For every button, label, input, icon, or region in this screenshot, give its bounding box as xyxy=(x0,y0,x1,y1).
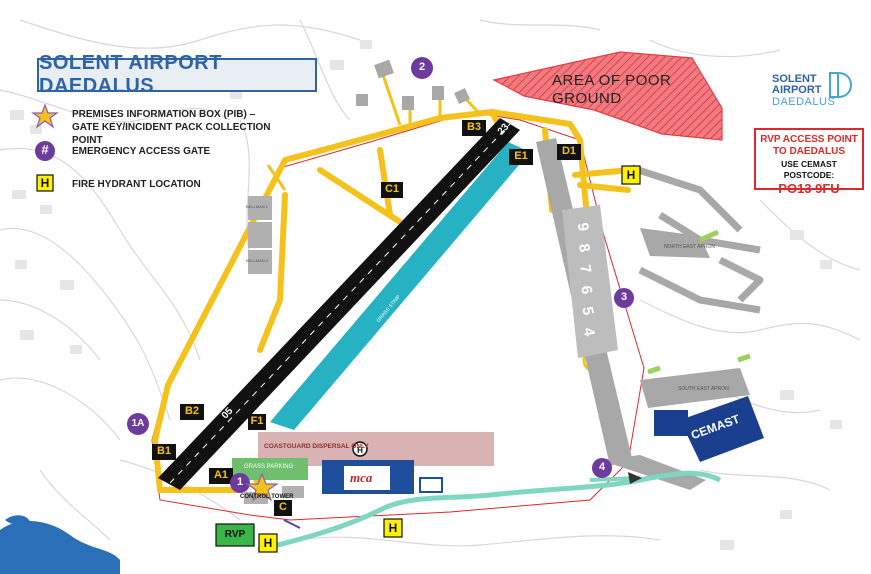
taxiway-f1-label: F1 xyxy=(250,415,264,427)
rvp-access-box: RVP ACCESS POINT TO DAEDALUS USE CEMAST … xyxy=(754,128,864,196)
south-east-apron-label: SOUTH EAST APRON xyxy=(678,386,729,392)
cemast-building xyxy=(680,396,764,462)
hydrant-boxes xyxy=(258,165,641,553)
cemast-block xyxy=(654,410,688,436)
east-taxiway-south-link xyxy=(600,455,706,490)
grass-runway xyxy=(270,142,530,430)
gate-1a-label: 1A xyxy=(131,418,145,429)
hydrant-label-east: H xyxy=(626,168,636,182)
se-apron-lead-green-2 xyxy=(737,353,751,363)
main-runway xyxy=(158,118,520,490)
gate-3-label: 3 xyxy=(620,291,628,303)
se-apron-lead-green xyxy=(647,365,661,375)
access-road xyxy=(257,470,722,553)
gate-1-label: 1 xyxy=(236,476,244,488)
poor-ground-label: AREA OF POOR GROUND xyxy=(552,72,672,107)
legend-hydrant-label: FIRE HYDRANT LOCATION xyxy=(72,179,201,190)
taxiway-e1-label: E1 xyxy=(514,150,528,162)
logo-line1: SOLENT xyxy=(772,73,817,85)
airport-boundary xyxy=(151,111,645,521)
taxiway-b2-label: B2 xyxy=(184,405,200,417)
sea-inlet xyxy=(5,515,30,525)
gate-4-label: 4 xyxy=(598,461,606,473)
pads-area xyxy=(562,205,618,358)
grass-parking-label: GRASS PARKING xyxy=(244,464,294,470)
logo-line3: DAEDALUS xyxy=(772,96,836,108)
rvp-access-line3: USE CEMAST POSTCODE: xyxy=(781,159,837,180)
pib-star-icon xyxy=(31,103,59,129)
logo-d-icon xyxy=(829,72,853,98)
pib-star-marker xyxy=(245,472,279,502)
taxiway-b1-label: B1 xyxy=(156,445,172,457)
bellman-hangar-1 xyxy=(248,196,272,220)
legend-gate-label: EMERGENCY ACCESS GATE xyxy=(72,146,211,157)
taxiway-b3-label: B3 xyxy=(466,121,482,133)
bellman-hangar-2 xyxy=(248,222,272,248)
gate-2-label: 2 xyxy=(418,61,426,73)
north-east-apron xyxy=(640,228,710,258)
bellman-1-label: BELLMAN 1 xyxy=(246,204,269,209)
entrance-arrow xyxy=(628,472,642,484)
south-building-grey xyxy=(282,486,304,498)
mca-logo-panel xyxy=(344,466,390,490)
rvp-access-line2: TO DAEDALUS xyxy=(772,146,846,157)
rvp-access-line1: RVP ACCESS POINT xyxy=(760,134,858,145)
pad-9: 9 xyxy=(573,221,592,233)
north-east-apron-label: NORTH EAST APRON xyxy=(664,244,715,250)
surrounding-streets xyxy=(0,19,861,547)
taxiway-c1-label: C1 xyxy=(384,183,400,195)
rvp-arrow xyxy=(283,519,301,529)
hydrant-legend-icon xyxy=(36,174,54,192)
poor-ground-area xyxy=(492,51,723,141)
runway-centreline xyxy=(169,123,511,484)
gate-legend-symbol: # xyxy=(41,142,49,157)
hydrant-legend-symbol: H xyxy=(40,176,50,190)
sea xyxy=(0,520,120,574)
hydrant-label-rvp: H xyxy=(263,536,273,550)
gate-icons xyxy=(127,57,634,493)
logo-line2: AIRPORT xyxy=(772,84,822,96)
taxiway-label-boxes xyxy=(152,120,581,516)
control-tower-label: CONTROL TOWER xyxy=(240,494,294,500)
bellman-2-label: BELLMAN 2 xyxy=(246,258,269,263)
pad-numbers: 9 8 7 6 5 4 xyxy=(573,221,598,342)
taxiway-a1-label: A1 xyxy=(213,469,229,481)
taxiway-d1-label: D1 xyxy=(561,145,577,157)
map-title: SOLENT AIRPORT DAEDALUS xyxy=(37,52,317,97)
pad-8: 8 xyxy=(574,242,594,254)
mca-logo: mca xyxy=(350,470,373,485)
solent-airport-logo: SOLENT AIRPORT DAEDALUS xyxy=(772,74,852,114)
taxiway-c-label: C xyxy=(279,501,287,513)
surrounding-buildings xyxy=(10,40,842,550)
south-east-apron xyxy=(640,368,750,408)
north-buildings xyxy=(356,59,470,110)
hydrant-label-road: H xyxy=(388,521,398,535)
helipad-label: H xyxy=(357,446,363,455)
rvp-label: RVP xyxy=(224,529,246,540)
rvp-point xyxy=(215,523,255,547)
helipad-icon xyxy=(352,441,368,457)
rvp-postcode: PO13 9FU xyxy=(778,181,840,196)
legend-pib-label: PREMISES INFORMATION BOX (PIB) – GATE KE… xyxy=(72,109,271,146)
grass-parking-area xyxy=(232,458,308,480)
apron-lead-green xyxy=(698,229,720,243)
bellman-hangar-3 xyxy=(248,250,272,274)
south-building-small xyxy=(419,477,443,493)
gate-legend-icon xyxy=(35,141,55,161)
coastguard-dispersal-label: COASTGUARD DISPERSAL ONLY xyxy=(264,443,369,450)
